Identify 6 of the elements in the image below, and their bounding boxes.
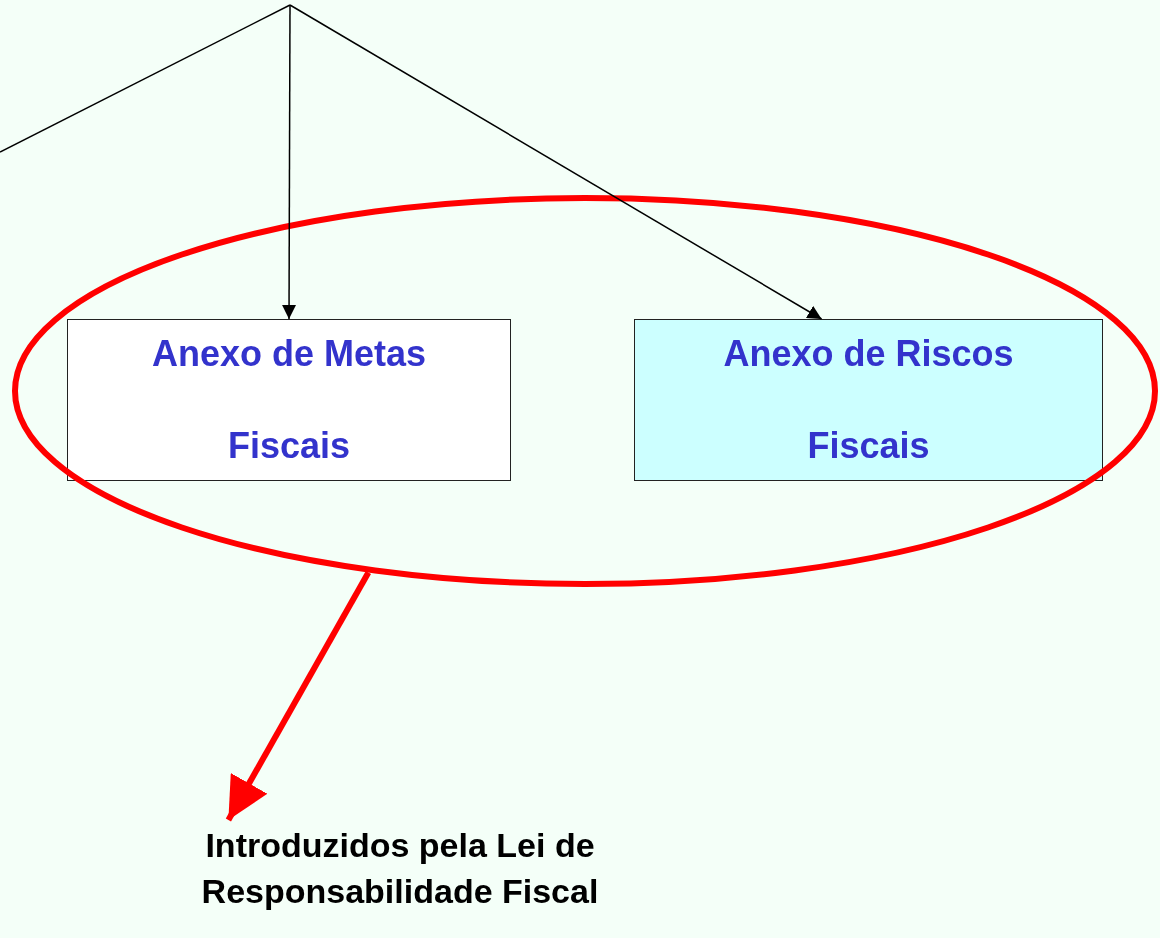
- arrow: [282, 4, 297, 320]
- arrow: [289, 4, 823, 320]
- box-label: Anexo de Riscos Fiscais: [722, 332, 1015, 468]
- arrow: [225, 570, 371, 822]
- box-label: Anexo de Metas Fiscais: [150, 332, 428, 468]
- note-text: Introduzidos pela Lei de Responsabilidade Fiscal: [140, 822, 660, 922]
